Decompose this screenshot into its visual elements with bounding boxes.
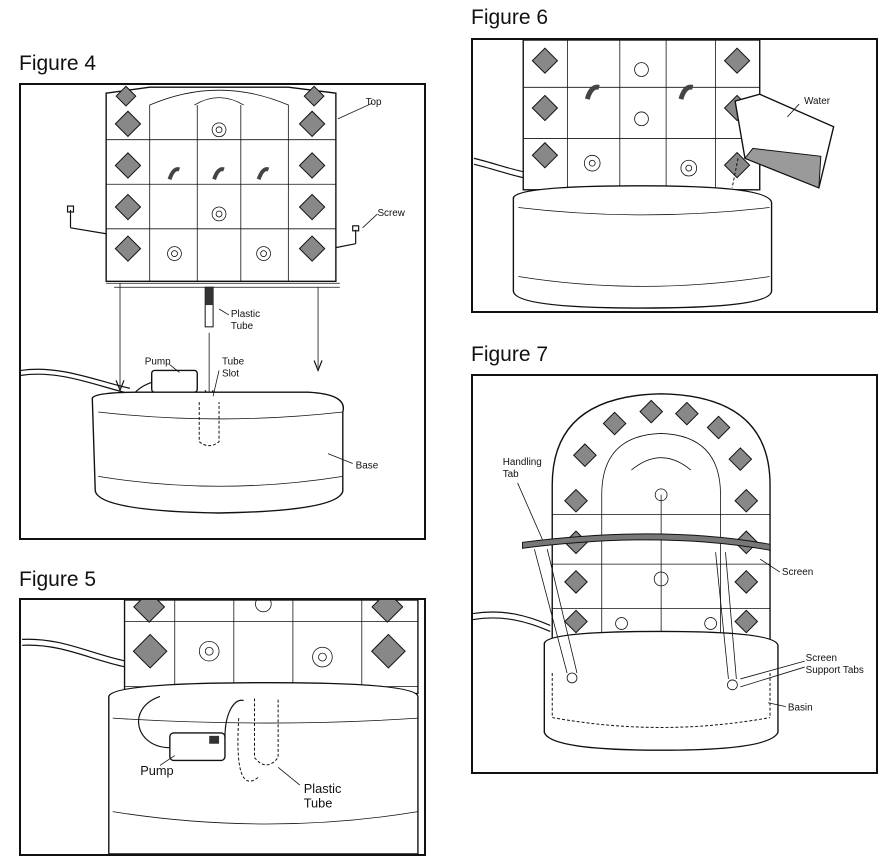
fig7-handling-tab-label-2: Tab — [503, 469, 519, 480]
figure-7-title: Figure 7 — [471, 343, 549, 366]
fig4-pump-label: Pump — [145, 356, 171, 367]
fig4-top-label: Top — [366, 97, 382, 108]
fig7-support-tabs-label-1: Screen — [806, 653, 837, 664]
fig4-screw-label: Screw — [377, 208, 405, 219]
fig7-handling-tab-label-1: Handling — [503, 457, 542, 468]
fig7-support-tabs-label-2: Support Tabs — [806, 665, 864, 676]
fig4-plastic-tube-label-2: Tube — [231, 321, 254, 332]
figure-6-illustration: Water — [473, 40, 835, 309]
fig4-plastic-tube-label-1: Plastic — [231, 309, 260, 320]
figure-5-illustration: Pump Plastic Tube — [22, 600, 419, 854]
fig7-basin-label: Basin — [788, 703, 813, 714]
fig7-screen-label: Screen — [782, 567, 813, 578]
fig6-water-label: Water — [804, 96, 831, 107]
figure-4-title: Figure 4 — [19, 52, 97, 75]
fig5-plastic-tube-label-2: Tube — [304, 796, 333, 811]
figure-5-panel: Pump Plastic Tube — [19, 598, 426, 856]
fig5-plastic-tube-label-1: Plastic — [304, 781, 342, 796]
figure-6-title: Figure 6 — [471, 6, 549, 29]
fig4-tube-slot-label-1: Tube — [222, 356, 245, 367]
figure-6-panel: Water — [471, 38, 878, 313]
figure-4-illustration: Top Screw Plastic Tube Pump Tube Slot Ba… — [21, 85, 406, 514]
figure-5-title: Figure 5 — [19, 568, 97, 591]
fig5-pump-label: Pump — [140, 763, 173, 778]
figure-7-illustration: Handling Tab Screen Screen Support Tabs … — [473, 393, 864, 751]
figure-7-panel: Handling Tab Screen Screen Support Tabs … — [471, 374, 878, 774]
fig4-tube-slot-label-2: Slot — [222, 368, 239, 379]
fig4-base-label: Base — [356, 460, 379, 471]
figure-4-panel: Top Screw Plastic Tube Pump Tube Slot Ba… — [19, 83, 426, 540]
